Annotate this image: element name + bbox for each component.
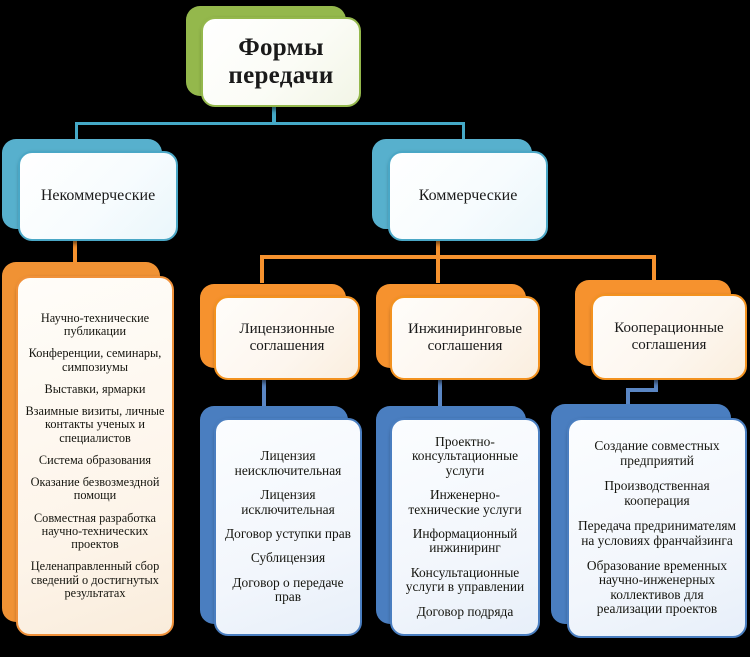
node-non-commercial-items[interactable]: Научно-технические публикации Конференци…: [2, 262, 174, 636]
connector-cooperation-to-items-h: [626, 388, 658, 392]
connector-to-non-commercial: [75, 122, 78, 148]
connector-to-commercial: [462, 122, 465, 148]
connector-to-engineering: [436, 255, 440, 283]
list-item: Проектно-консультационные услуги: [411, 433, 519, 478]
list-item: Система образования: [38, 452, 152, 467]
connector-to-cooperation: [652, 255, 656, 283]
node-cooperation-agreements-label: Кооперационные соглашения: [614, 320, 724, 353]
connector-to-license: [260, 255, 264, 283]
node-title[interactable]: Формы передачи: [186, 6, 361, 107]
connector-engineering-to-items: [438, 378, 442, 408]
non-commercial-item-list: Научно-технические публикации Конференци…: [18, 278, 172, 634]
node-license-agreements-label: Лицензионные соглашения: [239, 321, 335, 354]
node-engineering-agreements-card[interactable]: Инжиниринговые соглашения: [390, 296, 540, 380]
list-item: Совместная разработка научно-технических…: [33, 510, 157, 552]
list-item: Передача предринимателям на условиях фра…: [577, 518, 737, 548]
connector-commercial-down: [436, 238, 440, 258]
node-cooperation-agreements[interactable]: Кооперационные соглашения: [575, 280, 747, 380]
list-item: Взаимные визиты, личные контакты ученых …: [25, 404, 165, 445]
node-non-commercial-card[interactable]: Некоммерческие: [18, 151, 178, 241]
node-non-commercial-items-card[interactable]: Научно-технические публикации Конференци…: [16, 276, 174, 636]
list-item: Лицензия исключительная: [241, 487, 335, 517]
node-license-items[interactable]: Лицензия неисключительная Лицензия исклю…: [200, 406, 362, 636]
connector-cooperation-to-items-v1: [654, 374, 658, 390]
cooperation-item-list: Создание совместных предприятий Производ…: [569, 420, 745, 636]
license-item-list: Лицензия неисключительная Лицензия исклю…: [216, 420, 360, 634]
node-cooperation-items[interactable]: Создание совместных предприятий Производ…: [551, 404, 747, 638]
node-engineering-items-card[interactable]: Проектно-консультационные услуги Инженер…: [390, 418, 540, 636]
connector-commercial-bus: [260, 255, 656, 259]
node-engineering-agreements[interactable]: Инжиниринговые соглашения: [376, 284, 540, 380]
connector-title-down: [272, 103, 276, 125]
node-engineering-agreements-label: Инжиниринговые соглашения: [408, 321, 522, 354]
node-non-commercial-label: Некоммерческие: [40, 187, 156, 205]
list-item: Оказание безвозмездной помощи: [30, 475, 160, 503]
list-item: Производственная кооперация: [604, 478, 710, 508]
list-item: Информационный инжиниринг: [412, 526, 518, 556]
list-item: Образование временных научно-инженерных …: [586, 557, 728, 617]
node-license-agreements-card[interactable]: Лицензионные соглашения: [214, 296, 360, 380]
list-item: Конференции, семинары, симпозиумы: [28, 346, 162, 374]
list-item: Инженерно-технические услуги: [408, 487, 522, 517]
node-non-commercial[interactable]: Некоммерческие: [2, 139, 178, 241]
node-license-agreements[interactable]: Лицензионные соглашения: [200, 284, 360, 380]
node-commercial-label: Коммерческие: [418, 187, 518, 205]
node-commercial-card[interactable]: Коммерческие: [388, 151, 548, 241]
list-item: Научно-технические публикации: [40, 310, 150, 338]
node-license-items-card[interactable]: Лицензия неисключительная Лицензия исклю…: [214, 418, 362, 636]
node-commercial[interactable]: Коммерческие: [372, 139, 548, 241]
connector-license-to-items: [262, 378, 266, 408]
list-item: Целенаправленный сбор сведений о достигн…: [30, 559, 160, 600]
engineering-item-list: Проектно-консультационные услуги Инженер…: [392, 420, 538, 634]
node-engineering-items[interactable]: Проектно-консультационные услуги Инженер…: [376, 406, 540, 636]
node-cooperation-agreements-card[interactable]: Кооперационные соглашения: [591, 294, 747, 380]
list-item: Выставки, ярмарки: [44, 381, 146, 396]
connector-cooperation-to-items-v2: [626, 388, 630, 410]
node-title-label: Формы передачи: [228, 34, 334, 89]
list-item: Договор о передаче прав: [232, 574, 344, 605]
list-item: Лицензия неисключительная: [234, 448, 342, 478]
list-item: Договор уступки прав: [225, 526, 351, 541]
list-item: Консультационные услуги в управлении: [405, 564, 525, 595]
list-item: Договор подряда: [416, 603, 514, 619]
list-item: Создание совместных предприятий: [594, 438, 720, 468]
connector-noncommercial-to-list: [73, 240, 77, 264]
node-cooperation-items-card[interactable]: Создание совместных предприятий Производ…: [567, 418, 747, 638]
list-item: Сублицензия: [250, 550, 326, 566]
node-title-card[interactable]: Формы передачи: [201, 17, 361, 107]
connector-level2-bus: [75, 122, 465, 125]
